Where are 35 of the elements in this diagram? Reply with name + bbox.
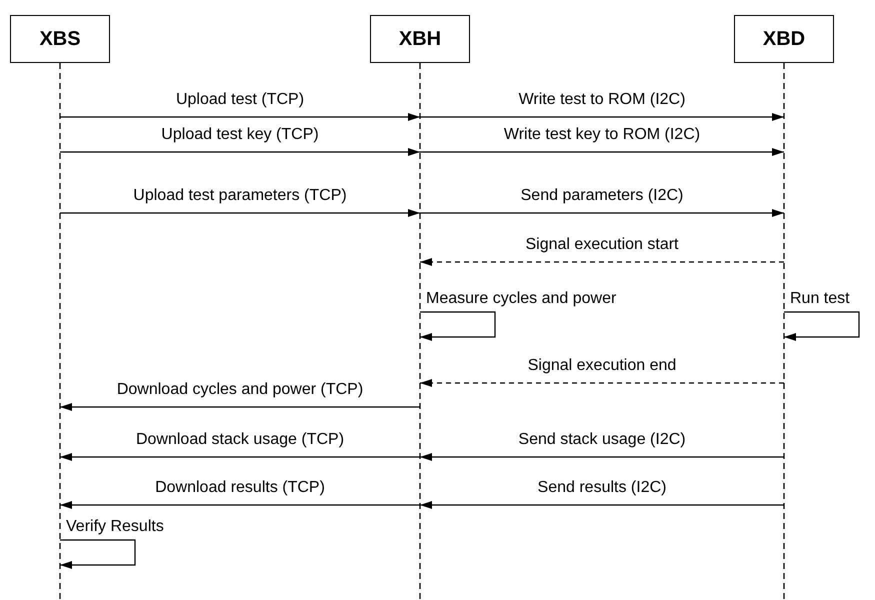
message-label: Send stack usage (I2C)	[518, 431, 686, 449]
message-arrow	[60, 501, 420, 509]
message-label: Write test key to ROM (I2C)	[504, 126, 700, 144]
message-label: Signal execution start	[526, 236, 678, 254]
message-arrow	[420, 148, 784, 156]
message-arrow	[60, 209, 420, 217]
message-label: Send parameters (I2C)	[520, 187, 684, 205]
message-arrow	[60, 113, 420, 121]
self-message-arrow	[784, 311, 860, 341]
message-label: Measure cycles and power	[426, 290, 616, 308]
participant-box: XBH	[370, 15, 470, 63]
message-label: Download cycles and power (TCP)	[116, 381, 364, 399]
message-label: Write test to ROM (I2C)	[518, 91, 686, 109]
message-label: Upload test parameters (TCP)	[133, 187, 347, 205]
message-arrow	[60, 148, 420, 156]
message-arrow	[420, 379, 784, 387]
message-arrow	[420, 258, 784, 266]
participant-box: XBD	[734, 15, 834, 63]
message-arrow	[420, 113, 784, 121]
message-label: Signal execution end	[528, 357, 676, 375]
message-arrow	[420, 453, 784, 461]
message-arrow	[420, 209, 784, 217]
message-label: Verify Results	[66, 518, 164, 536]
message-arrow	[60, 453, 420, 461]
self-message-arrow	[60, 539, 136, 569]
self-message-arrow	[420, 311, 496, 341]
message-arrow	[60, 403, 420, 411]
message-label: Send results (I2C)	[538, 479, 666, 497]
message-label: Upload test (TCP)	[176, 91, 304, 109]
participant-box: XBS	[10, 15, 110, 63]
message-label: Download stack usage (TCP)	[136, 431, 344, 449]
message-label: Upload test key (TCP)	[161, 126, 319, 144]
message-label: Download results (TCP)	[155, 479, 325, 497]
message-arrow	[420, 501, 784, 509]
message-label: Run test	[790, 290, 850, 308]
